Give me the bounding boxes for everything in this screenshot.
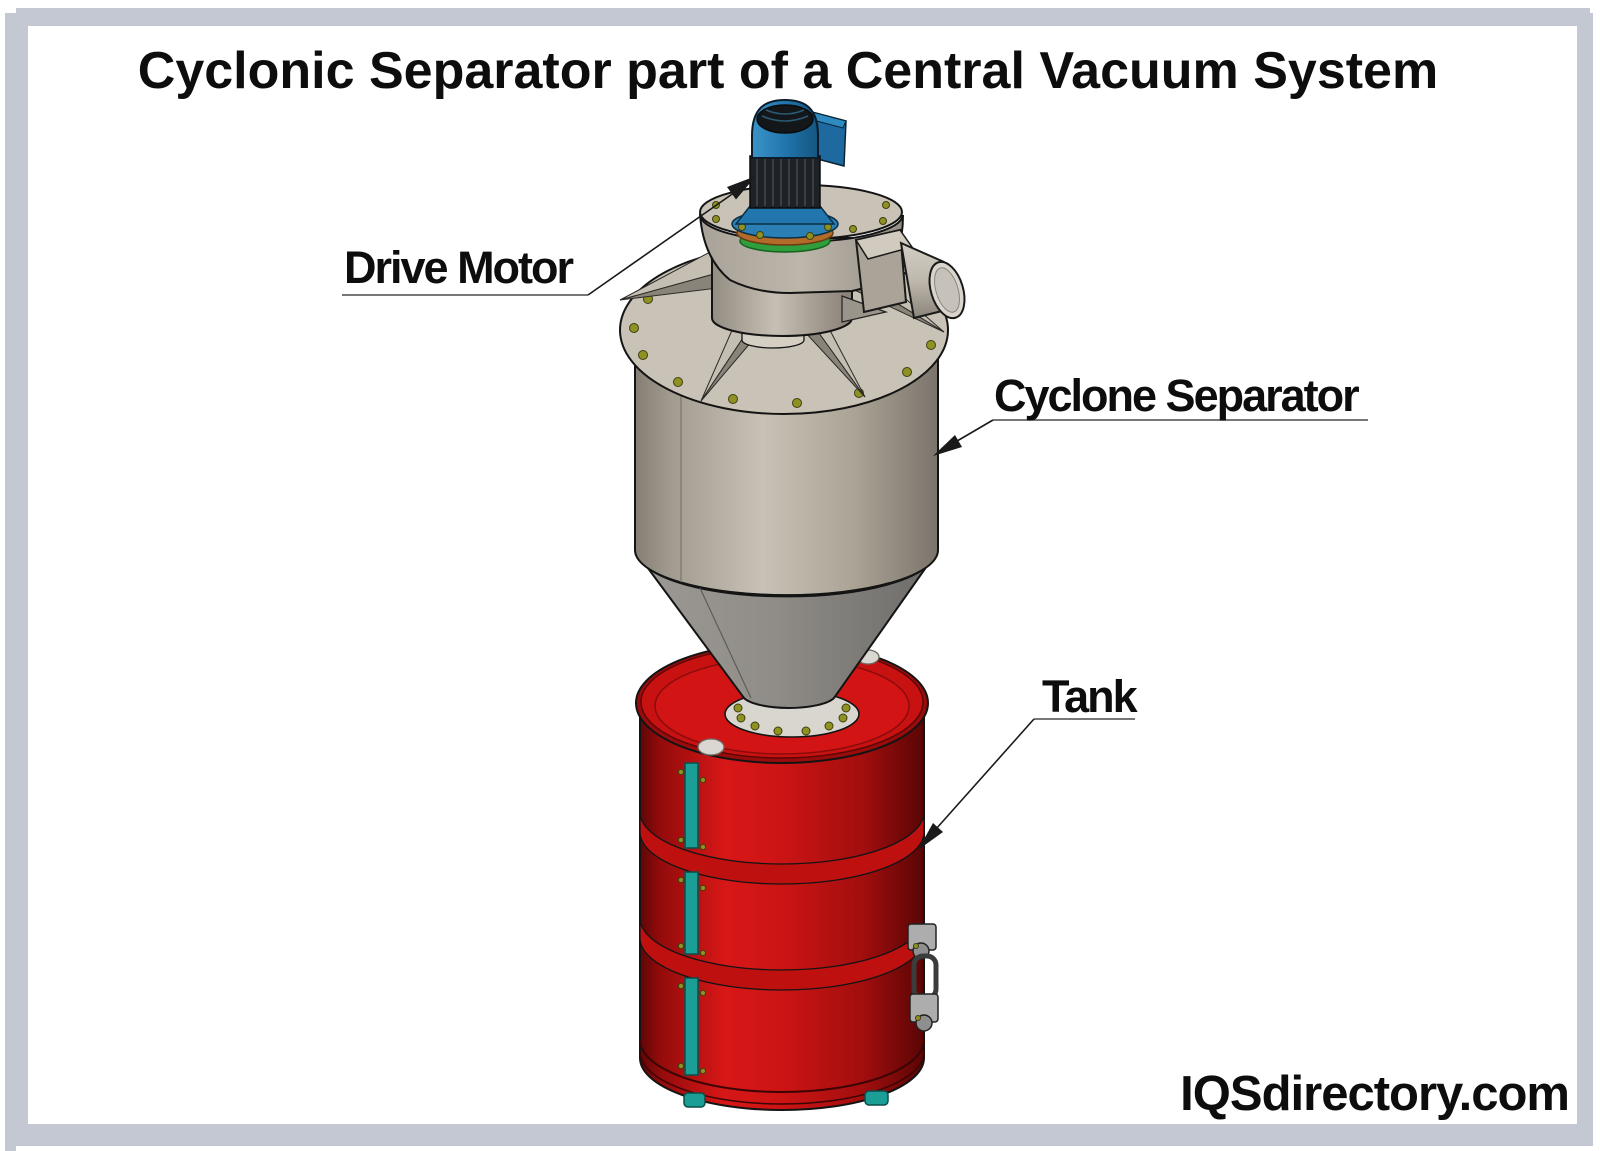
motor-flange-bolts (738, 223, 832, 240)
sight-stripe-bolts (677, 768, 707, 1075)
label-tank: Tank (1042, 671, 1139, 722)
leader-arrow-tank (918, 823, 943, 850)
tank-chime-line-1 (639, 1039, 925, 1093)
sight-stripe-segment (684, 871, 699, 955)
leader-arrow-drive-motor (727, 176, 756, 200)
watermark: IQSdirectory.com (1180, 1067, 1569, 1121)
callout-tank (918, 718, 1135, 850)
motor-fan-cover-texture (761, 109, 809, 122)
frame-band-bottom-step (5, 1146, 16, 1151)
tank-drum (635, 642, 939, 1111)
page-title: Cyclonic Separator part of a Central Vac… (138, 42, 1438, 100)
sight-stripe-segment (684, 977, 699, 1076)
sight-stripe-segment (684, 762, 699, 849)
cone-seam (699, 587, 752, 699)
motor-fan-cover (756, 104, 814, 134)
tank-foot-right (864, 1090, 889, 1106)
tank-port-left (697, 738, 725, 756)
sight-stripe (684, 762, 699, 1076)
motor-fin-body (749, 155, 821, 209)
drive-motor-assembly (731, 98, 847, 253)
callouts (342, 176, 1368, 850)
callout-drive-motor (342, 176, 756, 296)
motor-fins (756, 158, 814, 206)
leader-arrow-cyclone (933, 435, 962, 456)
tank-foot-left (683, 1092, 706, 1108)
outlet-pipe-opening (934, 267, 960, 313)
tank-latch-upper (907, 923, 937, 960)
callout-cyclone-separator (933, 419, 1368, 456)
label-drive-motor: Drive Motor (344, 242, 574, 293)
tank-latch-lower (909, 993, 939, 1032)
tank-flange-bolts (733, 703, 851, 736)
tank-body (639, 704, 925, 1111)
label-cyclone-separator: Cyclone Separator (994, 370, 1359, 421)
tank-chime-line-2 (639, 1051, 925, 1105)
frame-band-top-step (16, 8, 1590, 14)
tank-hoop-upper (639, 811, 925, 885)
